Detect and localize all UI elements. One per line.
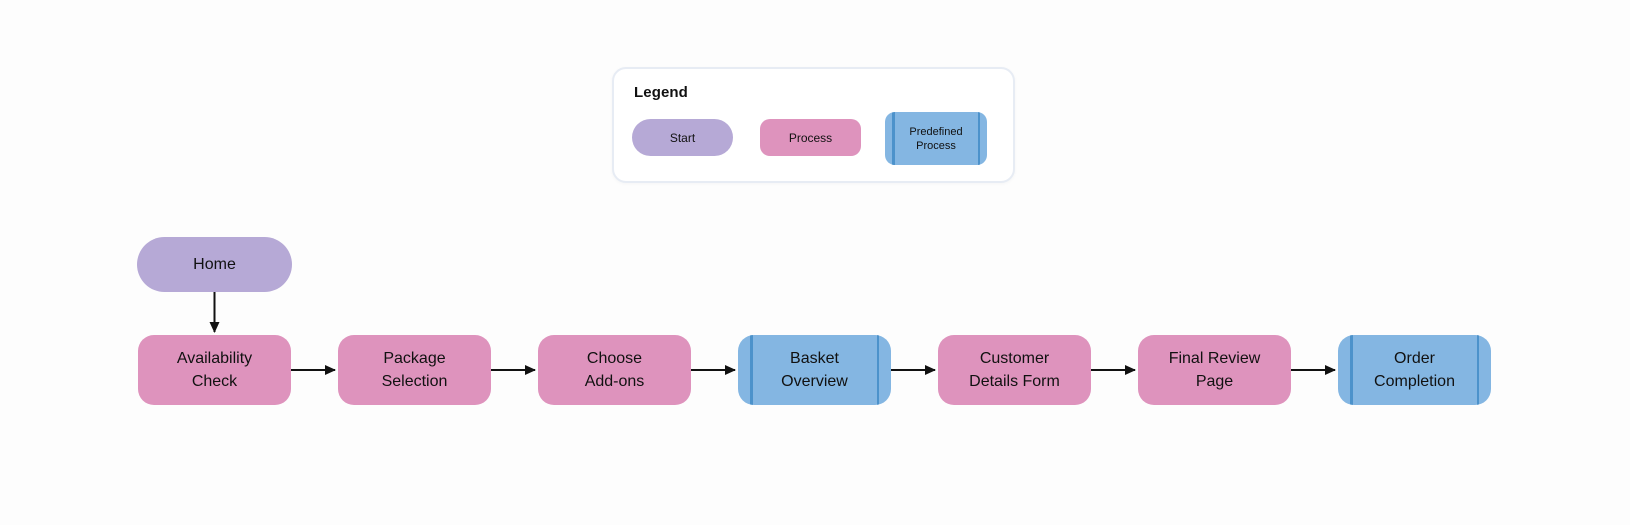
node-label-line: Choose (586, 350, 643, 367)
legend-item-start-label: Start (669, 130, 696, 145)
predefined-stripe-left (750, 335, 753, 405)
node-order-completion: Order Completion (1338, 335, 1491, 405)
node-choose-add-ons: Choose Add-ons (538, 335, 691, 405)
node-label-line: Add-ons (584, 373, 645, 390)
legend-item-process-label: Process (788, 130, 833, 145)
node-label-line: Package (383, 350, 446, 367)
predefined-stripe-left (892, 112, 895, 165)
legend-panel: Legend Start Process Predefined Process (612, 67, 1015, 183)
node-label-line: Check (191, 373, 238, 390)
node-label-line: Final Review (1168, 350, 1261, 367)
node-label-line: Details Form (969, 373, 1060, 390)
node-availability-check: Availability Check (138, 335, 291, 405)
node-home: Home (137, 237, 292, 292)
predefined-stripe-left (1350, 335, 1353, 405)
predefined-stripe-right (977, 112, 980, 165)
node-label-line: Selection (381, 373, 448, 390)
node-label-line: Page (1195, 373, 1234, 390)
legend-item-predefined-process: Predefined Process (885, 112, 987, 165)
legend-item-process: Process (760, 119, 861, 156)
legend-item-predefined-process-label: Predefined Process (909, 125, 963, 152)
legend-item-start: Start (632, 119, 733, 156)
node-home-label: Home (193, 256, 236, 273)
legend-title: Legend (634, 84, 688, 101)
node-label-line: Order (1394, 350, 1435, 367)
node-label-line: Availability (176, 350, 253, 367)
node-final-review-page: Final Review Page (1138, 335, 1291, 405)
node-package-selection: Package Selection (338, 335, 491, 405)
node-label-line: Overview (781, 373, 848, 390)
predefined-stripe-right (1476, 335, 1479, 405)
node-label-line: Completion (1374, 373, 1455, 390)
node-customer-details-form: Customer Details Form (938, 335, 1091, 405)
node-basket-overview: Basket Overview (738, 335, 891, 405)
node-label-line: Basket (790, 350, 839, 367)
predefined-stripe-right (876, 335, 879, 405)
node-label-line: Customer (979, 350, 1050, 367)
